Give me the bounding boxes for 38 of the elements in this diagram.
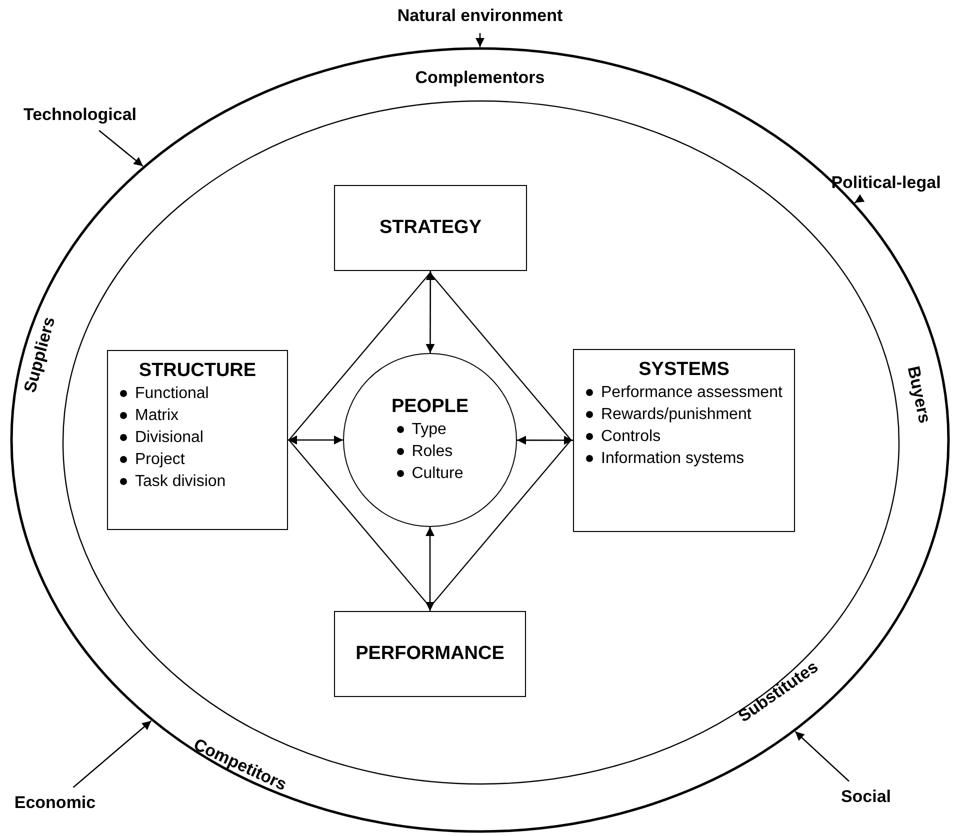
arrow	[794, 731, 850, 782]
list-item: Controls	[601, 427, 661, 447]
force-label: Social	[840, 786, 892, 808]
list-item: Roles	[412, 442, 453, 462]
process-box	[334, 185, 527, 271]
list-item: Divisional	[135, 428, 204, 448]
list-item: Task division	[135, 472, 226, 492]
force-label: Technological	[23, 104, 137, 126]
arrow	[72, 720, 152, 788]
arrow	[426, 527, 434, 611]
arrow	[426, 271, 435, 353]
list-item: Project	[135, 450, 185, 470]
arrow	[476, 33, 484, 47]
process-box	[107, 350, 288, 530]
band-label: Complementors	[415, 67, 545, 90]
box-title: PERFORMANCE	[356, 642, 504, 666]
force-label: Political-legal	[831, 172, 941, 194]
box-title: SYSTEMS	[638, 358, 730, 382]
band-label: Buyers	[902, 364, 936, 426]
list-item: Information systems	[601, 449, 744, 469]
force-label: Economic	[14, 792, 96, 814]
list-item: Culture	[412, 464, 464, 484]
box-title: STRUCTURE	[138, 359, 256, 383]
process-box	[334, 611, 526, 697]
list-item: Matrix	[135, 406, 179, 426]
list-item: Type	[412, 420, 446, 440]
arrow	[288, 436, 343, 444]
list-item: Performance assessment	[601, 383, 782, 403]
box-title: PEOPLE	[391, 395, 469, 419]
process-box	[573, 349, 795, 532]
arrow	[854, 194, 865, 204]
arrow	[517, 436, 573, 445]
list-item: Rewards/punishment	[601, 405, 752, 425]
list-item: Functional	[135, 384, 209, 404]
force-label: Natural environment	[397, 5, 563, 28]
outer-ellipse	[10, 47, 950, 833]
box-title: STRATEGY	[379, 216, 482, 240]
arrow	[98, 130, 144, 167]
